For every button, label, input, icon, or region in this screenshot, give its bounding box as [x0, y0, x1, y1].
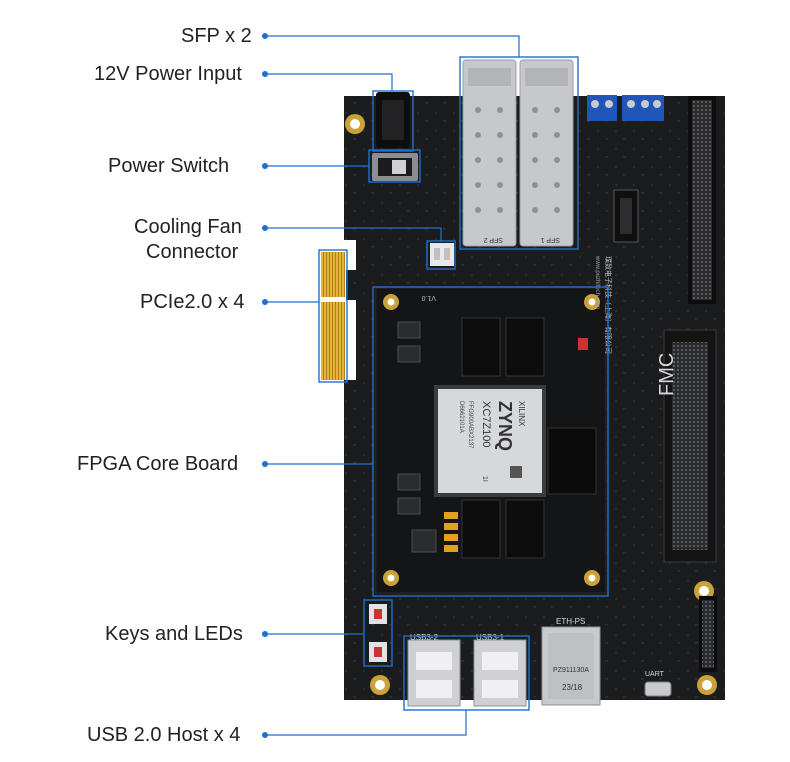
fpga-code-2: D6662101A	[458, 401, 464, 433]
website-text: www.puzhitech.com	[594, 255, 600, 309]
sata-connector	[613, 189, 639, 243]
fmc-label: FMC	[656, 353, 678, 396]
callout-fpga-core: FPGA Core Board	[77, 453, 239, 475]
pin-header-right	[688, 96, 716, 304]
uart-port: UART	[644, 671, 672, 697]
keys	[369, 604, 387, 662]
eth-port-label: ETH-PS	[556, 617, 585, 626]
callout-power-switch: Power Switch	[108, 155, 230, 177]
pin-header-bottom-right	[699, 596, 717, 672]
fmc-connector: FMC	[656, 329, 717, 563]
usb-label-1: USB3-1	[476, 633, 505, 642]
sfp-1-label: SFP 1	[541, 236, 560, 243]
fpga-code-1: FFG900ABX2137	[467, 401, 473, 449]
sfp-2-label: SFP 2	[484, 236, 503, 243]
terminal-blocks	[587, 95, 664, 121]
uart-label: UART	[645, 671, 665, 678]
fpga-core-board: XILINX ZYNQ XC7Z100 FFG900ABX2137 D66621…	[375, 287, 607, 594]
sfp-cage-2: SFP 2	[462, 59, 517, 247]
eth-date-code: 23/18	[562, 683, 583, 692]
callout-usb-host: USB 2.0 Host x 4	[87, 724, 241, 746]
callout-power-input: 12V Power Input	[94, 63, 242, 85]
callout-leaders	[265, 35, 520, 736]
fpga-part: XC7Z100	[480, 401, 492, 447]
callout-keys-leds: Keys and LEDs	[105, 623, 243, 645]
dc-power-jack	[376, 92, 410, 148]
fpga-family: ZYNQ	[495, 401, 515, 451]
fpga-grade: 1I	[481, 476, 488, 482]
pcie-gold-fingers	[321, 252, 345, 380]
callout-dots	[262, 33, 268, 738]
usb-port-pair-1: USB3-1	[473, 633, 527, 707]
callout-cooling-fan-line1: Cooling Fan	[134, 216, 242, 238]
sfp-cage-1: SFP 1	[519, 59, 574, 247]
ethernet-jack: ETH-PS PZ911130A 23/18	[541, 617, 601, 706]
eth-chip-text: PZ911130A	[553, 667, 589, 674]
callout-sfp: SFP x 2	[181, 25, 252, 47]
callout-cooling-fan-line2: Connector	[146, 241, 239, 263]
power-switch	[372, 153, 418, 181]
fpga-brand: XILINX	[517, 401, 526, 427]
callout-pcie: PCIe2.0 x 4	[140, 291, 245, 313]
cooling-fan-connector	[430, 243, 454, 266]
core-version: V1.0	[421, 294, 436, 301]
usb-port-pair-2: USB3-2	[407, 633, 461, 707]
usb-label-2: USB3-2	[410, 633, 439, 642]
